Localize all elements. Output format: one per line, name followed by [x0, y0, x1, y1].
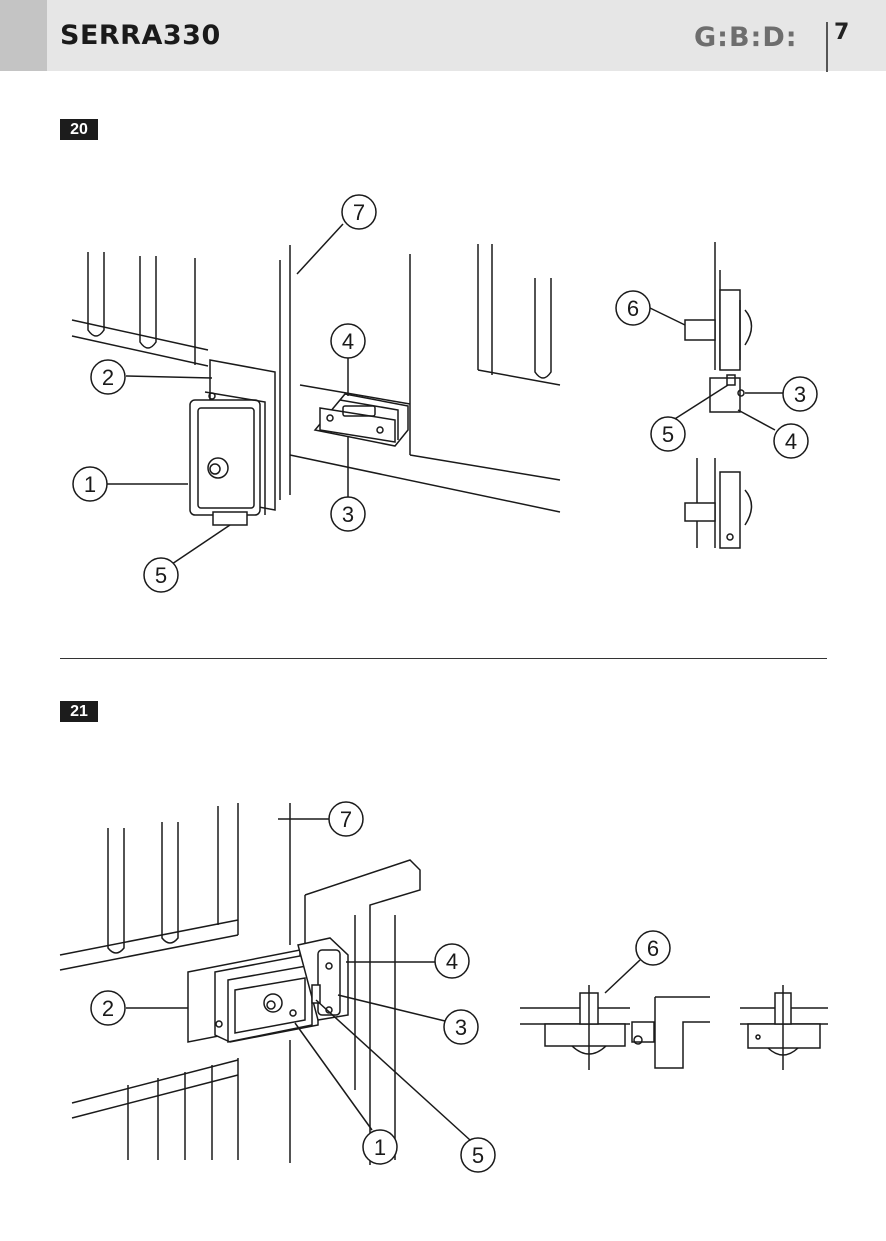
header-divider	[826, 22, 828, 72]
callout-2: 2	[102, 996, 114, 1021]
callout-6: 6	[647, 936, 659, 961]
figure-21-illustration: 7 4 2 3 1 5 6	[59, 801, 828, 1173]
callout-7: 7	[340, 807, 352, 832]
section-divider	[60, 658, 827, 659]
header-tab	[0, 0, 47, 71]
callout-5: 5	[155, 563, 167, 588]
callout-2: 2	[102, 365, 114, 390]
figure-20-illustration: 7 4 2 1 3 5 6 3 5 4	[71, 194, 818, 593]
callout-6: 6	[627, 296, 639, 321]
callout-1: 1	[374, 1135, 386, 1160]
callout-7: 7	[353, 200, 365, 225]
brand-logo: G:B:D:	[694, 22, 798, 53]
page-number: 7	[834, 20, 850, 45]
callout-3: 3	[455, 1015, 467, 1040]
callout-1: 1	[84, 472, 96, 497]
callout-4-detail: 4	[785, 429, 797, 454]
callout-5-detail: 5	[662, 422, 674, 447]
callout-3-detail: 3	[794, 382, 806, 407]
callout-3: 3	[342, 502, 354, 527]
callout-4: 4	[446, 949, 458, 974]
document-title: SERRA330	[60, 20, 221, 51]
callout-5: 5	[472, 1143, 484, 1168]
page-header: SERRA330 G:B:D: 7	[0, 0, 886, 72]
figure-21-label: 21	[60, 701, 98, 722]
figure-20-label: 20	[60, 119, 98, 140]
callout-4: 4	[342, 329, 354, 354]
